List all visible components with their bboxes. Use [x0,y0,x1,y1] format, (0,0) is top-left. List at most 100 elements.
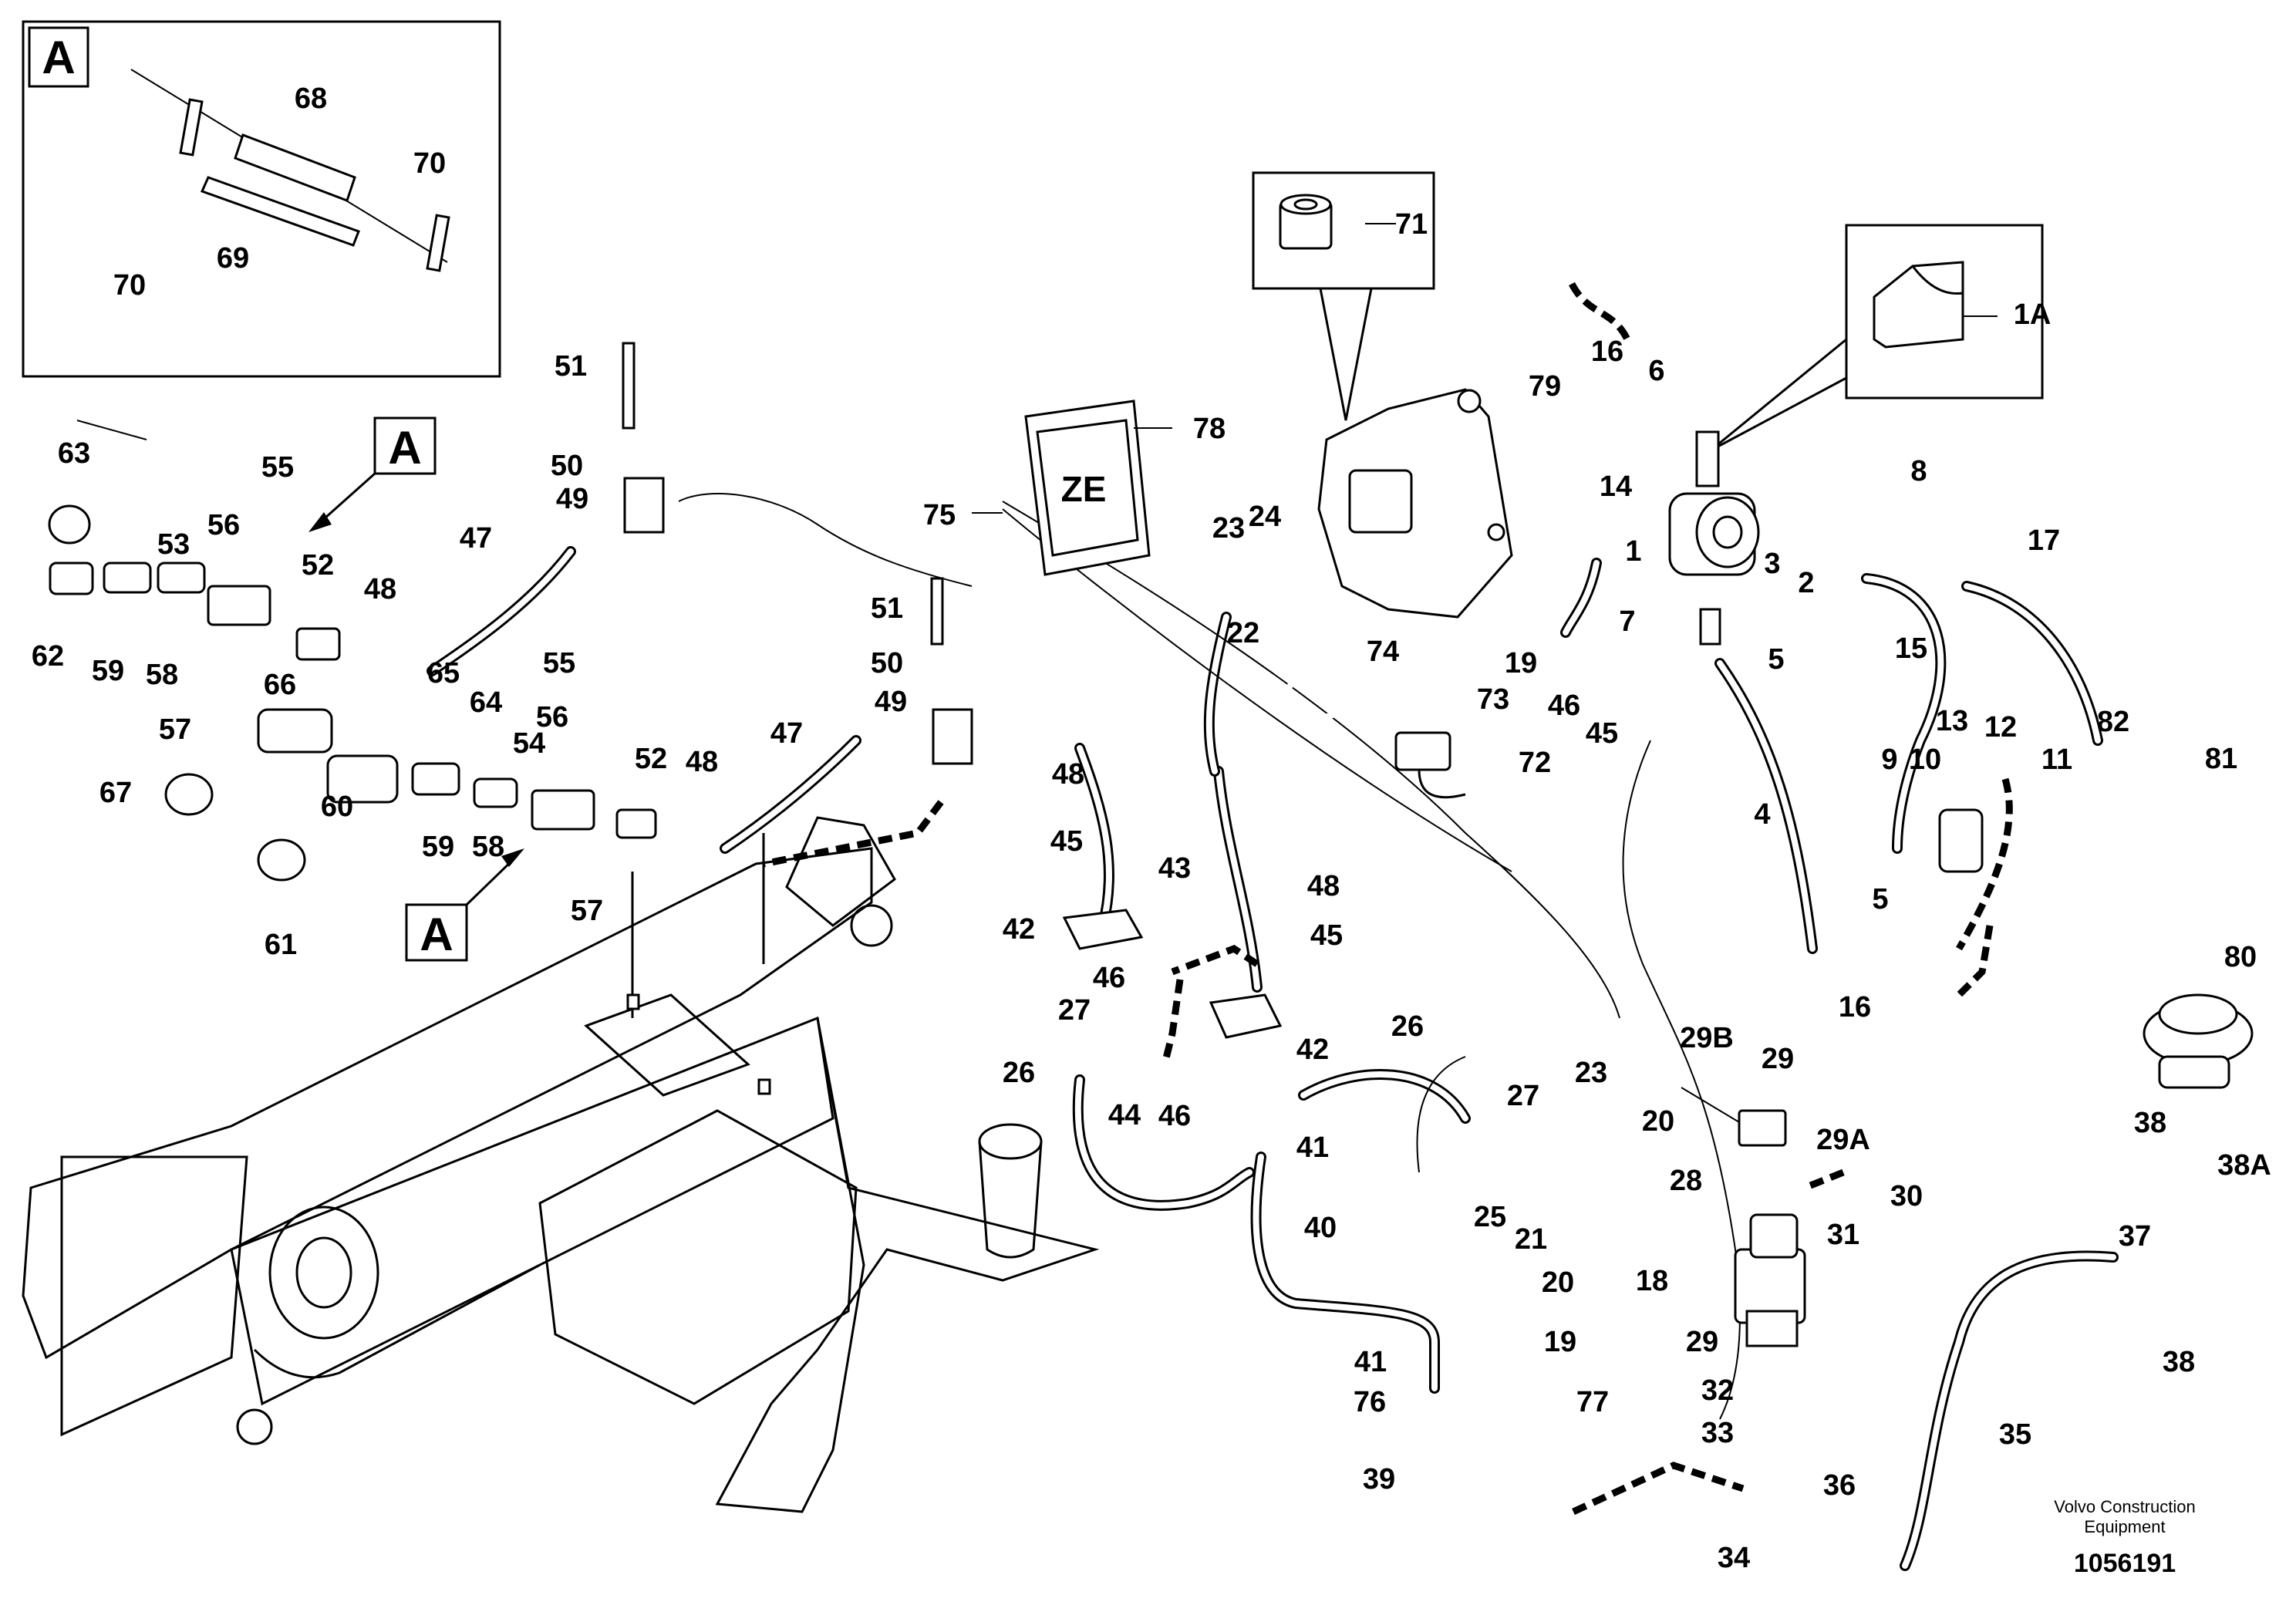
callout-label: 6 [1648,355,1664,387]
svg-text:A: A [420,909,453,960]
callout-label: 26 [1391,1010,1424,1043]
callout-label: 29A [1816,1124,1870,1156]
callout-label: 68 [295,83,327,115]
credit-line-1: Volvo Construction [2054,1497,2195,1516]
callout-label: 80 [2224,941,2257,973]
callout-label: 13 [1936,705,1968,737]
callout-label: 27 [1507,1080,1539,1112]
callout-label: 51 [555,350,587,383]
callout-label: 10 [1909,744,1941,776]
callout-label: 26 [1003,1057,1035,1089]
callout-label: 59 [422,831,454,863]
flange-42-right [1209,993,1283,1039]
drawing-number: 1056191 [2074,1549,2176,1578]
callout-label: 38A [2217,1149,2271,1182]
callout-label: 52 [302,549,334,582]
detail-71-box [1252,171,1435,421]
callout-label: 72 [1519,747,1551,779]
clamp-49-lower [932,708,973,765]
callout-label: 33 [1701,1417,1734,1449]
callout-label: 1 [1625,535,1641,568]
dashed-connectors [763,282,2013,1516]
callout-label: 34 [1718,1542,1750,1574]
switch-72 [1394,731,1451,771]
valve-29a [1738,1109,1787,1147]
credit-line-2: Equipment [2084,1517,2165,1536]
callout-label: 36 [1823,1469,1856,1502]
callout-label: 20 [1642,1105,1674,1138]
callout-label: 9 [1881,744,1897,776]
machine-frame [22,816,1100,1513]
callout-label: 45 [1310,919,1343,952]
callout-label: 5 [1768,643,1784,676]
callout-label: 25 [1474,1201,1506,1233]
callout-label: 16 [1591,336,1623,368]
callout-label: 55 [261,451,294,484]
callout-label: 50 [871,647,903,679]
callout-label: 82 [2097,706,2129,738]
callout-label: 66 [264,669,296,701]
callout-label: 60 [321,791,353,823]
callout-label: 16 [1839,991,1871,1023]
callout-label: 58 [146,659,178,691]
callout-label: 81 [2205,743,2237,775]
callout-label: 65 [427,657,460,690]
callout-label: 69 [217,242,249,275]
clamp-49-upper [623,477,665,534]
svg-text:A: A [388,422,421,474]
callout-label: 55 [543,647,575,679]
callout-label: 19 [1544,1326,1576,1358]
callout-label: 17 [2028,524,2060,557]
callout-label: 79 [1529,370,1561,403]
flange-42-left [1062,909,1144,950]
callout-label: 29 [1762,1043,1794,1075]
callout-label: 70 [113,269,146,302]
callout-label: 22 [1227,617,1259,649]
callout-label: 19 [1505,647,1537,679]
callout-label: 35 [1999,1418,2031,1451]
callout-label: 57 [159,713,191,746]
callout-label: 52 [635,743,667,775]
callout-label: 14 [1600,470,1632,503]
callout-label: 28 [1670,1165,1702,1197]
callout-label: 39 [1363,1463,1395,1496]
callout-label: 61 [265,929,297,961]
callout-label: 3 [1764,548,1780,580]
callout-label: 44 [1108,1099,1141,1131]
callout-label: 40 [1304,1212,1337,1244]
block-53 [207,585,271,626]
callout-label: 45 [1586,717,1618,750]
callout-label: 53 [157,528,190,561]
callout-label: 73 [1477,683,1509,716]
callout-label: 41 [1296,1131,1329,1164]
callout-label: 29B [1680,1022,1734,1054]
callout-label: 32 [1701,1374,1734,1407]
coupling-60 [326,754,399,804]
callout-label: 1A [2014,298,2052,331]
callout-label: 21 [1515,1223,1547,1256]
callout-label: 46 [1093,962,1125,994]
callout-label: 63 [58,437,90,470]
hoses [426,493,2119,1571]
callout-label: 75 [923,499,956,531]
callout-label: 48 [1052,758,1084,791]
callout-label: 70 [413,147,446,180]
callout-label: 48 [364,573,396,605]
callout-label: 4 [1754,798,1770,831]
cap-63 [48,504,91,545]
detail-ref-upper: A [308,416,437,532]
callout-label: 48 [1307,870,1340,902]
callout-label: 77 [1576,1386,1609,1418]
callout-label: 41 [1354,1346,1387,1378]
cap-61 [257,838,306,882]
callout-label: 49 [875,686,907,718]
callout-label: 49 [556,483,588,515]
callout-label: 57 [571,895,603,927]
callout-label: 78 [1193,413,1226,445]
callout-label: 47 [460,522,492,555]
callout-label: 29 [1686,1326,1718,1358]
block-54 [531,789,595,831]
ecu-ze-label: ZE [1061,469,1107,509]
callout-label: 46 [1158,1100,1191,1132]
coupling-66 [257,708,333,754]
